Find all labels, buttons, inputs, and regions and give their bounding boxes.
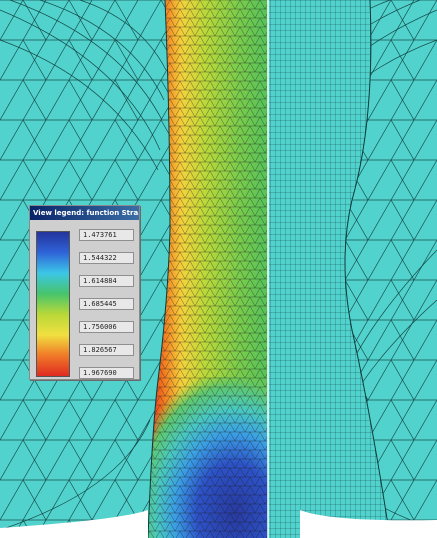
legend-value-7: 1.967690: [79, 367, 134, 379]
legend-value-2: 1.544322: [79, 252, 134, 264]
legend-value-6: 1.826567: [79, 344, 134, 356]
legend-value-4: 1.685445: [79, 298, 134, 310]
bottom-edge: [0, 510, 148, 538]
legend-value-3: 1.614884: [79, 275, 134, 287]
legend-title-bar[interactable]: View legend: function Stra...: [30, 206, 139, 220]
legend-color-scale: [36, 231, 70, 377]
view-legend-window[interactable]: View legend: function Stra... 1.473761 1…: [29, 205, 140, 380]
legend-value-5: 1.756006: [79, 321, 134, 333]
legend-value-1: 1.473761: [79, 229, 134, 241]
